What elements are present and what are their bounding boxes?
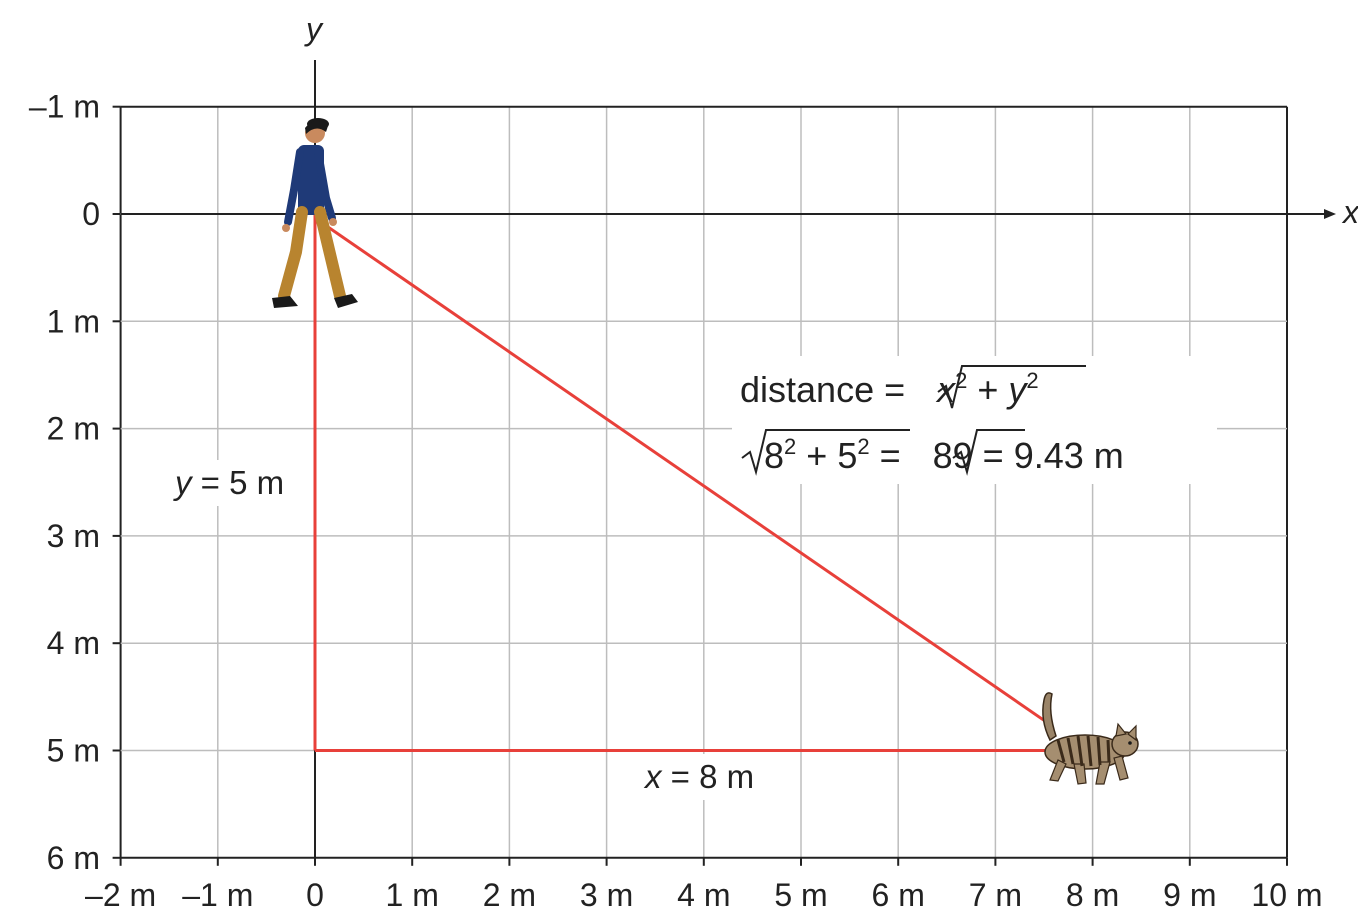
x-tick-label: 4 m bbox=[677, 877, 730, 911]
x-tick-label: –1 m bbox=[182, 877, 253, 911]
y-leg-label-bg bbox=[168, 460, 308, 506]
x-tick-label: 10 m bbox=[1251, 877, 1322, 911]
x-tick-labels: –2 m –1 m 0 1 m 2 m 3 m 4 m 5 m 6 m 7 m 8 m 9 m 10 m bbox=[85, 857, 1323, 911]
formula-bg bbox=[732, 356, 1217, 484]
x-leg-label-bg bbox=[638, 754, 778, 800]
x-leg-label: x = 8 m bbox=[643, 758, 754, 795]
x-tick-label: 6 m bbox=[872, 877, 925, 911]
x-tick-label: 0 bbox=[306, 877, 324, 911]
y-tick-label: –1 m bbox=[29, 89, 100, 125]
y-tick-label: 3 m bbox=[47, 518, 100, 554]
walking-person-icon bbox=[272, 118, 358, 308]
y-tick-label: 0 bbox=[82, 196, 100, 232]
y-tick-label: 2 m bbox=[47, 411, 100, 447]
y-tick-label: 1 m bbox=[47, 303, 100, 339]
y-tick-label: 4 m bbox=[47, 625, 100, 661]
formula-line-1: distance = x2 + y2 bbox=[740, 368, 1039, 410]
x-tick-label: 2 m bbox=[483, 877, 536, 911]
y-tick-label: 6 m bbox=[47, 840, 100, 876]
radical-sign-3 bbox=[952, 429, 1025, 476]
x-tick-label: 3 m bbox=[580, 877, 633, 911]
hypotenuse bbox=[323, 223, 1050, 725]
formula-line-2: 82 + 52 = 89 = 9.43 m bbox=[764, 434, 1124, 476]
radical-sign-2 bbox=[741, 429, 910, 476]
right-triangle bbox=[313, 214, 1050, 752]
y-leg-label: y = 5 m bbox=[173, 464, 284, 501]
y-axis-title: y bbox=[304, 11, 324, 47]
x-tick-label: –2 m bbox=[85, 877, 156, 911]
radical-sign-1 bbox=[937, 365, 1086, 409]
tabby-cat-icon bbox=[1042, 692, 1139, 785]
distance-formula: distance = x2 + y2 82 + 52 = 89 = 9.43 m bbox=[740, 365, 1124, 476]
y-tick-label: 5 m bbox=[47, 733, 100, 769]
x-tick-label: 7 m bbox=[969, 877, 1022, 911]
x-axis-title: x bbox=[1341, 194, 1358, 230]
x-tick-label: 9 m bbox=[1163, 877, 1216, 911]
x-tick-label: 1 m bbox=[386, 877, 439, 911]
grid bbox=[119, 105, 1288, 859]
x-tick-label: 5 m bbox=[774, 877, 827, 911]
x-axis-arrowhead bbox=[1324, 209, 1336, 219]
y-tick-labels: –1 m 0 1 m 2 m 3 m 4 m 5 m 6 m bbox=[29, 89, 121, 876]
x-tick-label: 8 m bbox=[1066, 877, 1119, 911]
